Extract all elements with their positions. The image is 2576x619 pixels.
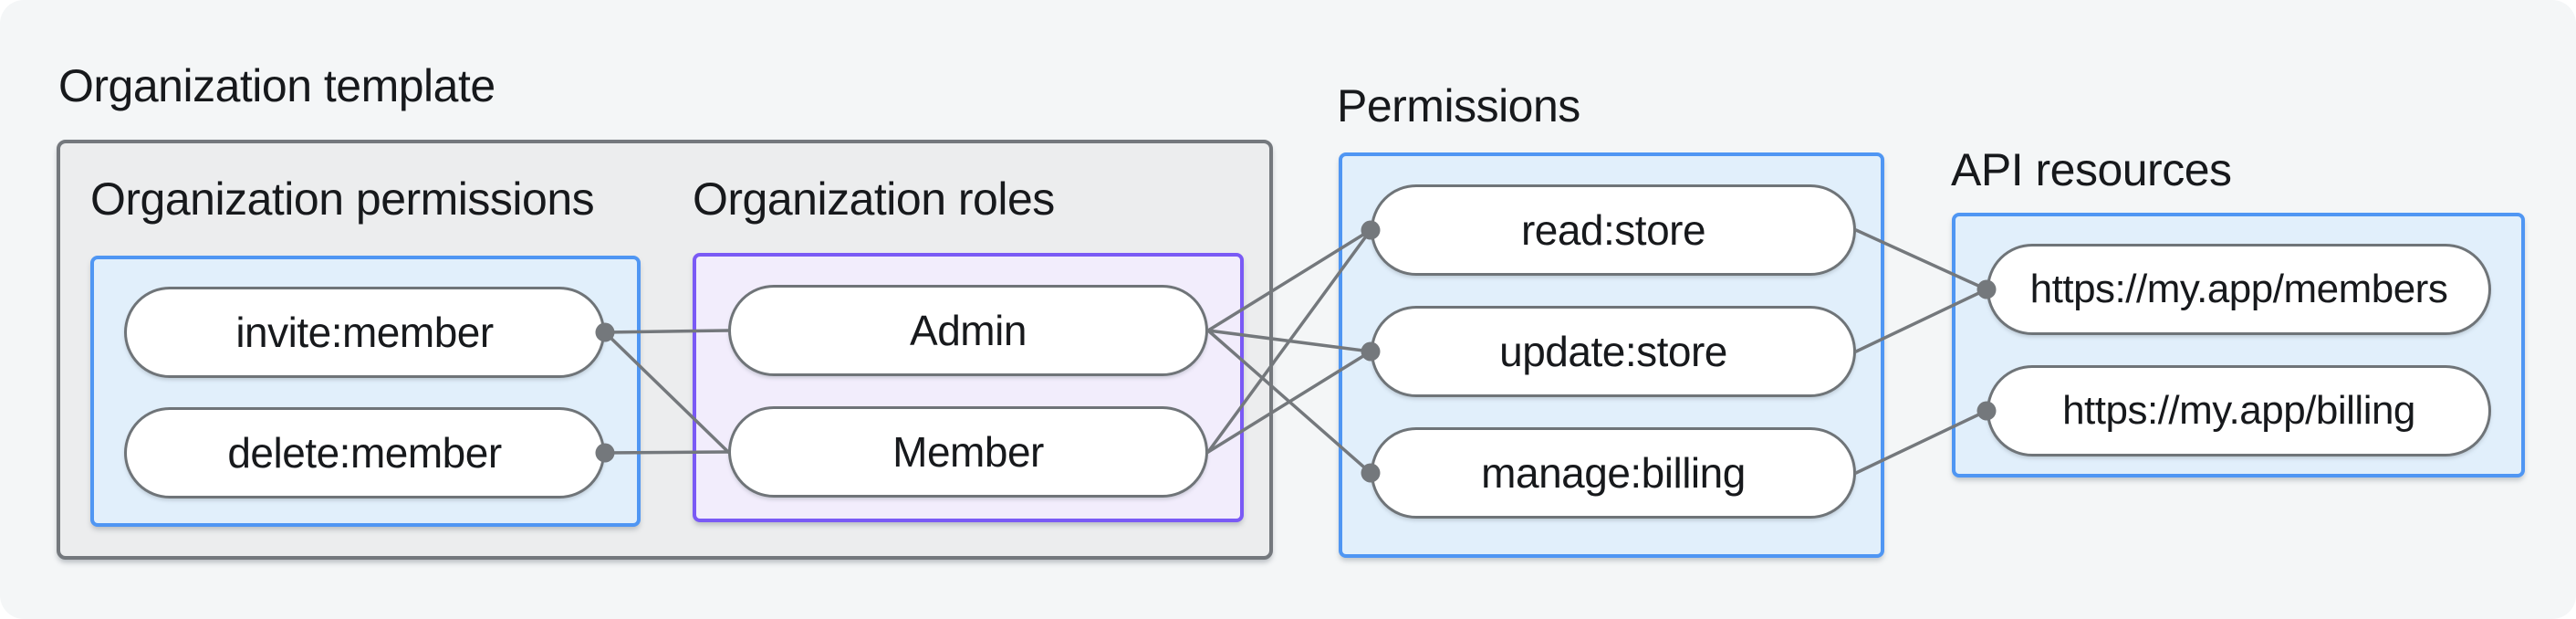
node-invite-member-label: invite:member: [235, 309, 494, 356]
node-update-store-label: update:store: [1499, 328, 1727, 375]
node-members-api-label: https://my.app/members: [2029, 267, 2448, 311]
node-manage-billing-label: manage:billing: [1481, 449, 1746, 497]
node-read-store: read:store: [1371, 184, 1856, 276]
node-delete-member-label: delete:member: [227, 429, 502, 477]
node-billing-api-resource: https://my.app/billing: [1987, 365, 2491, 456]
node-admin-label: Admin: [910, 307, 1027, 354]
node-read-store-label: read:store: [1520, 206, 1706, 254]
api-resources-label: API resources: [1951, 144, 2232, 195]
node-invite-member: invite:member: [124, 287, 605, 378]
node-delete-member: delete:member: [124, 407, 605, 498]
permissions-label: Permissions: [1337, 80, 1580, 131]
node-member-label: Member: [892, 428, 1044, 476]
node-billing-api-label: https://my.app/billing: [2062, 388, 2415, 433]
node-manage-billing: manage:billing: [1371, 427, 1856, 519]
node-members-api-resource: https://my.app/members: [1987, 244, 2491, 335]
node-admin: Admin: [728, 285, 1208, 376]
node-member: Member: [728, 406, 1208, 498]
organization-permissions-label: Organization permissions: [90, 173, 595, 225]
node-update-store: update:store: [1371, 306, 1856, 397]
organization-template-label: Organization template: [58, 60, 495, 111]
organization-roles-label: Organization roles: [693, 173, 1055, 225]
